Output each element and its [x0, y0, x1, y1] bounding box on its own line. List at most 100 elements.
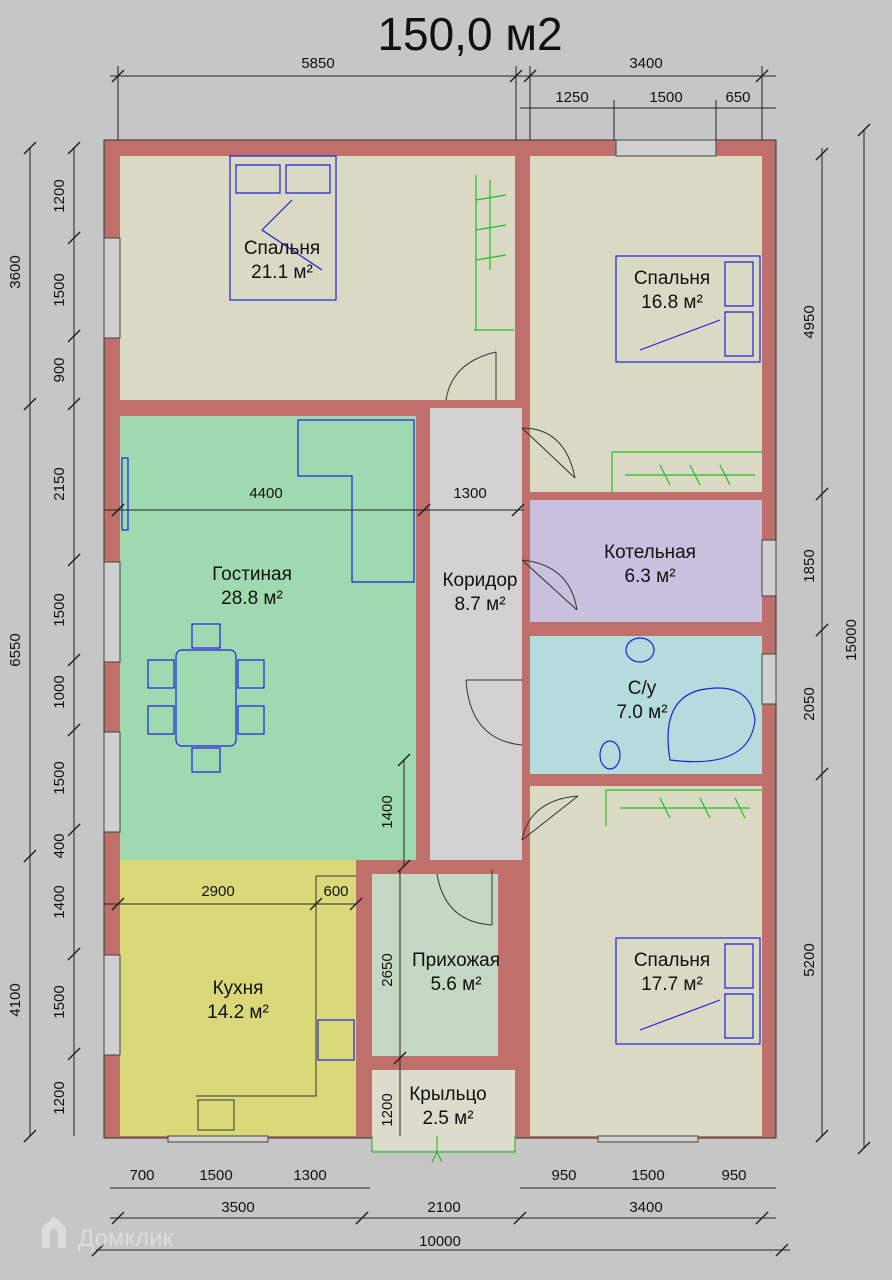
room-hall — [372, 874, 498, 1056]
bed-icon — [615, 937, 761, 1045]
furniture — [121, 155, 762, 1131]
bed-pillows — [235, 164, 331, 271]
bed-pillows — [639, 261, 754, 357]
room-labels: Спальня 21.1 м² Спальня 16.8 м² Гостиная… — [207, 238, 710, 1129]
dim-label: 5850 — [301, 55, 334, 72]
room-area: 14.2 м² — [207, 1002, 269, 1023]
dim-label: 4100 — [7, 983, 24, 1016]
dimension-labels: 5850 3400 1250 1500 650 3600 6550 4100 1… — [7, 55, 860, 1250]
dim-label: 3600 — [7, 255, 24, 288]
dim-label: 900 — [51, 357, 68, 382]
room-name: С/у — [628, 678, 657, 699]
dim-label: 1500 — [51, 273, 68, 306]
room-name: Котельная — [604, 542, 696, 563]
dim-label: 3400 — [629, 55, 662, 72]
dim-label: 1500 — [51, 985, 68, 1018]
dim-label: 1200 — [379, 1093, 396, 1126]
window — [615, 139, 717, 157]
dim-label: 1400 — [379, 795, 396, 828]
dim-label: 1300 — [453, 485, 486, 502]
dim-label: 6550 — [7, 633, 24, 666]
dim-label: 10000 — [419, 1233, 461, 1250]
room-area: 28.8 м² — [221, 588, 283, 609]
dim-label: 15000 — [843, 619, 860, 661]
wardrobe-icon — [474, 175, 514, 331]
dim-label: 3400 — [629, 1199, 662, 1216]
porch-fill — [498, 1070, 515, 1150]
room-area: 7.0 м² — [616, 702, 667, 723]
dim-label: 1250 — [555, 89, 588, 106]
rooms — [120, 156, 762, 1150]
dim-label: 950 — [551, 1167, 576, 1184]
room-name: Прихожая — [412, 950, 500, 971]
room-kitchen — [120, 860, 356, 1136]
room-living — [120, 416, 416, 860]
room-name: Коридор — [442, 570, 517, 591]
room-name: Спальня — [634, 950, 710, 971]
room-name: Крыльцо — [409, 1084, 487, 1105]
dim-label: 2650 — [379, 953, 396, 986]
dim-label: 1500 — [51, 593, 68, 626]
room-area: 16.8 м² — [641, 292, 703, 313]
dim-label: 400 — [51, 833, 68, 858]
entrance-arrow — [371, 1136, 516, 1163]
room-bedroom-1 — [120, 156, 515, 400]
window — [761, 653, 777, 705]
wardrobe-icon — [611, 451, 762, 492]
dim-label: 4400 — [249, 485, 282, 502]
window — [103, 954, 121, 1056]
dim-label: 2050 — [801, 687, 818, 720]
bed-icon — [229, 155, 337, 301]
room-boiler — [530, 500, 762, 622]
dim-label: 1300 — [293, 1167, 326, 1184]
door-hall — [436, 870, 493, 926]
dim-label: 2100 — [427, 1199, 460, 1216]
door-boiler — [521, 559, 578, 611]
kitchen-counter — [196, 875, 356, 1097]
dim-label: 950 — [721, 1167, 746, 1184]
wardrobe-icon — [605, 789, 762, 826]
dim-label: 1200 — [51, 1081, 68, 1114]
plan-title: 150,0 м2 — [377, 8, 562, 60]
kitchen-sink-icon — [197, 1099, 235, 1131]
dim-label: 700 — [129, 1167, 154, 1184]
room-area: 21.1 м² — [251, 262, 313, 283]
home-logo-icon — [42, 1216, 66, 1248]
tv-icon — [121, 457, 129, 531]
room-area: 6.3 м² — [624, 566, 675, 587]
dim-label: 1500 — [51, 761, 68, 794]
sofa-icon — [297, 419, 415, 583]
sink-icon — [625, 637, 655, 663]
toilet-icon — [599, 740, 621, 770]
bed-pillows — [639, 943, 754, 1039]
room-porch — [372, 1070, 515, 1150]
window — [103, 237, 121, 339]
dining-table-icon — [175, 649, 237, 747]
room-area: 2.5 м² — [422, 1108, 473, 1129]
dim-label: 650 — [725, 89, 750, 106]
door-bathroom — [465, 679, 523, 746]
dim-label: 2150 — [51, 467, 68, 500]
room-area: 17.7 м² — [641, 974, 703, 995]
room-bathroom — [530, 636, 762, 774]
dim-label: 1500 — [631, 1167, 664, 1184]
window — [103, 731, 121, 833]
dim-label: 4950 — [801, 305, 818, 338]
room-bedroom-2 — [530, 156, 762, 492]
room-corridor — [430, 408, 522, 860]
dim-label: 1500 — [199, 1167, 232, 1184]
bed-icon — [615, 255, 761, 363]
room-area: 8.7 м² — [454, 594, 505, 615]
dimension-lines — [23, 66, 871, 1257]
dim-label: 600 — [323, 883, 348, 900]
room-name: Кухня — [213, 978, 264, 999]
dim-label: 1500 — [649, 89, 682, 106]
watermark: Домклик — [42, 1216, 174, 1252]
window — [761, 539, 777, 597]
door-bedroom-1 — [445, 351, 497, 401]
room-name: Спальня — [634, 268, 710, 289]
window — [597, 1135, 699, 1143]
dim-label: 1200 — [51, 179, 68, 212]
door-bedroom-3 — [521, 795, 579, 841]
